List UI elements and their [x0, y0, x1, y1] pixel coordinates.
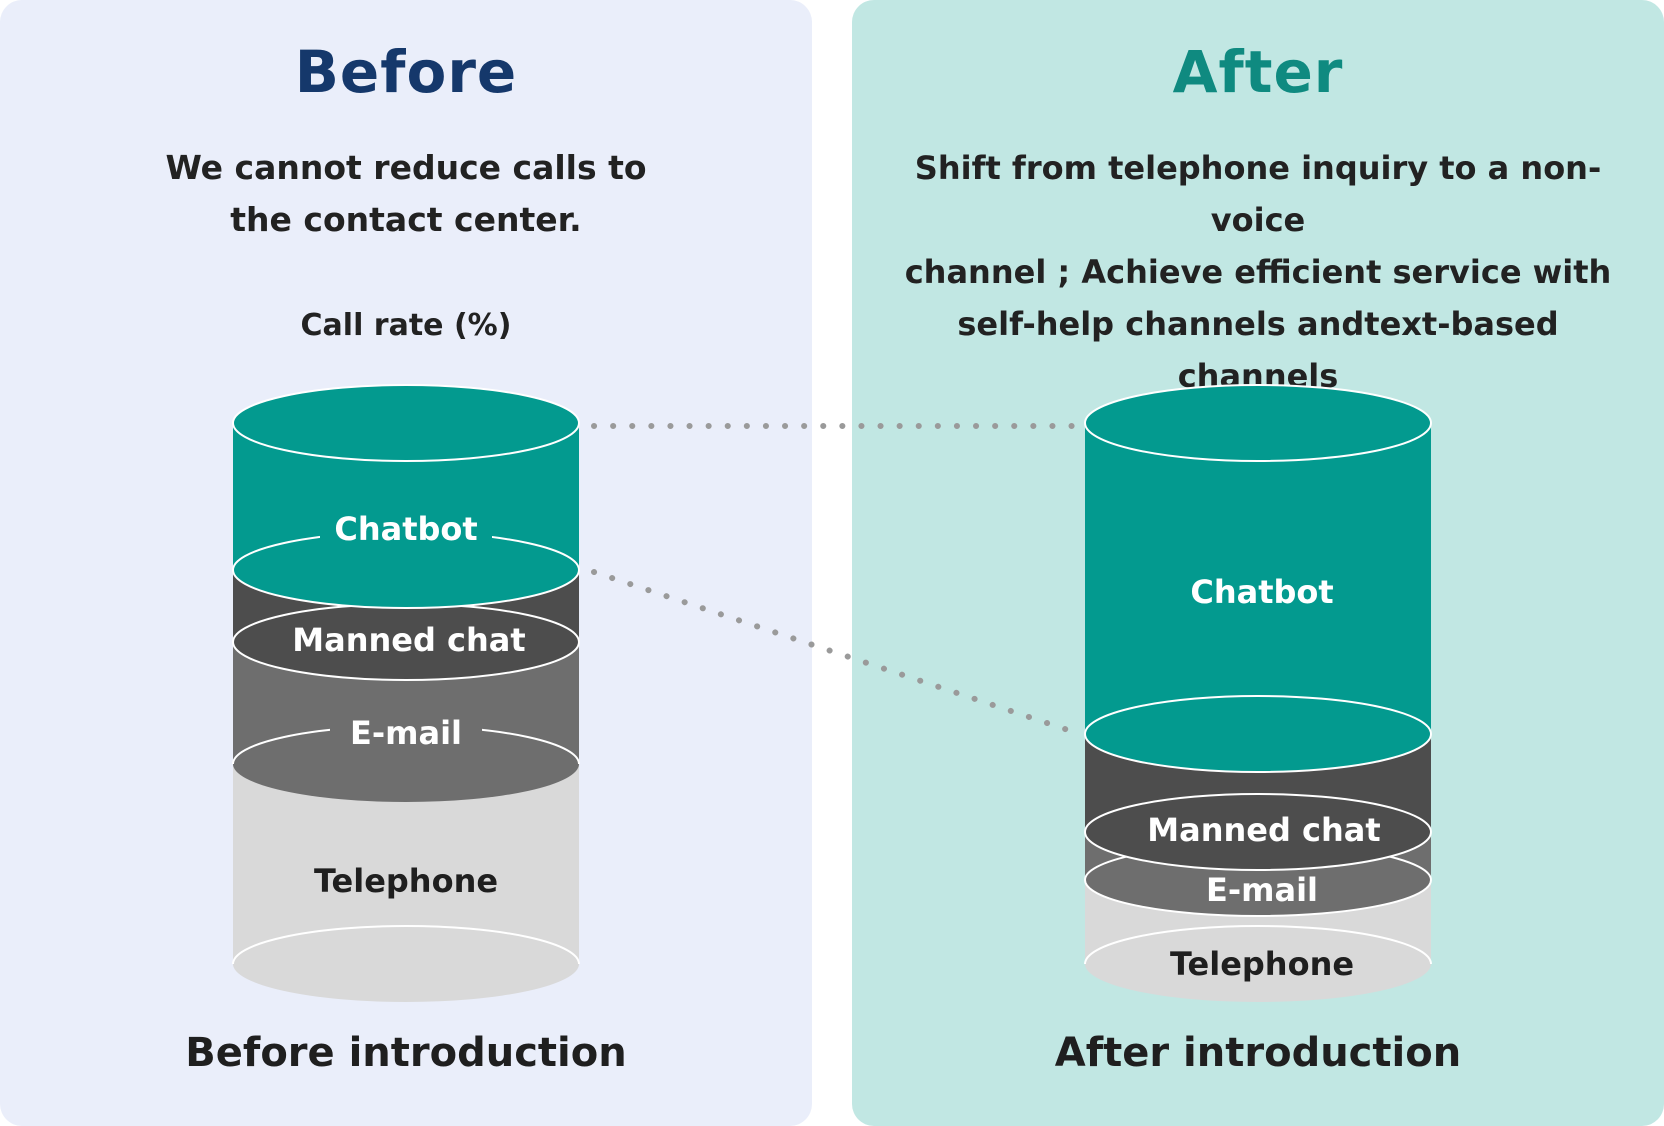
- connector-chatbot: [591, 569, 1083, 737]
- before-email-bottom: [233, 726, 579, 802]
- before-description: We cannot reduce calls to the contact ce…: [165, 148, 647, 239]
- after-email-label: E-mail: [1206, 871, 1318, 909]
- before-bottom-rim: [232, 925, 580, 965]
- before-email-label: E-mail: [350, 714, 462, 752]
- connector-lines: [591, 423, 1083, 737]
- before-cylinder: Chatbot Manned chat E-mail Telephone: [232, 384, 580, 1002]
- after-cylinder: Chatbot Manned chat E-mail Telephone: [1084, 384, 1432, 1002]
- before-top-disc: [232, 384, 580, 462]
- after-chatbot-segment: [1085, 423, 1431, 734]
- after-manned-chat-label: Manned chat: [1147, 811, 1380, 849]
- after-top-disc: [1084, 384, 1432, 462]
- before-email-label-bg: [330, 716, 482, 760]
- call-rate-label: Call rate (%): [300, 308, 512, 343]
- before-heading: Before: [294, 38, 518, 106]
- after-chatbot-disc: [1084, 695, 1432, 773]
- before-chatbot-label: Chatbot: [334, 510, 477, 548]
- after-footer: After introduction: [1054, 1030, 1462, 1076]
- before-telephone-label: Telephone: [314, 862, 498, 900]
- after-manned-chat-disc: [1084, 793, 1432, 871]
- after-telephone-bottom: [1085, 926, 1431, 1002]
- after-telephone-label: Telephone: [1170, 945, 1354, 983]
- before-chatbot-label-bg: [320, 510, 492, 554]
- before-footer: Before introduction: [185, 1030, 627, 1076]
- after-bottom-rim: [1084, 925, 1432, 965]
- after-chatbot-label: Chatbot: [1190, 573, 1333, 611]
- before-telephone-bottom: [233, 926, 579, 1002]
- after-heading: After: [1172, 38, 1344, 106]
- before-manned-chat-label: Manned chat: [292, 621, 525, 659]
